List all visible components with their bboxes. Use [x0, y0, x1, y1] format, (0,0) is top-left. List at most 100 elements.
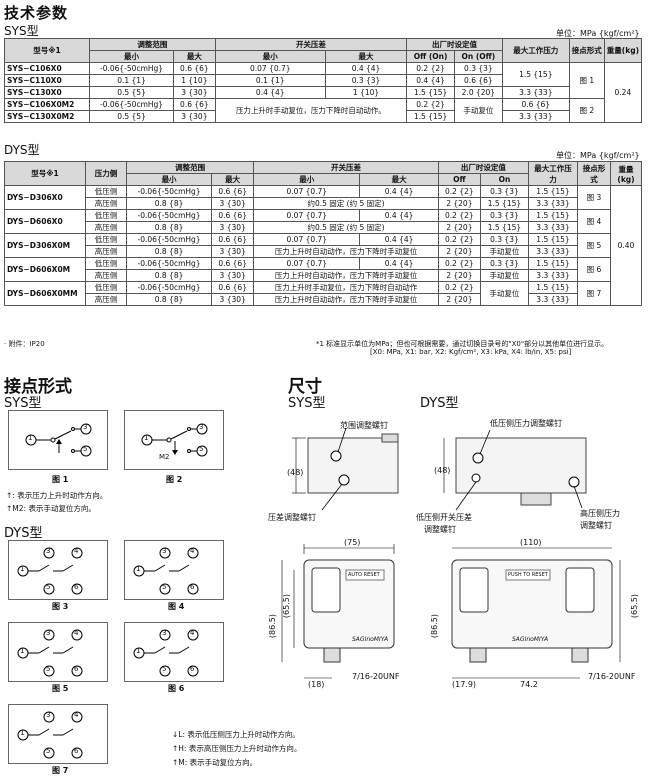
table-cell: 图 3: [577, 185, 611, 210]
table-cell: 3.3 {33}: [528, 293, 578, 306]
table-cell: 高压侧: [85, 221, 127, 234]
table-cell: 高压侧: [85, 293, 127, 306]
sys-note: ↑: 表示压力上升时动作方向。: [6, 491, 108, 500]
table-cell: 2 {20}: [437, 293, 481, 306]
table-cell: 0.2 {2}: [437, 209, 481, 222]
col-max: 最大: [324, 50, 408, 63]
callout-diff-screw: 压差调整螺钉: [268, 513, 316, 522]
sys-brand-logo: SAGInoMIYA: [352, 636, 389, 643]
col-adjust: 调整范围: [125, 161, 255, 174]
terminal-label: 3: [46, 711, 51, 719]
table-cell: 低压侧: [85, 185, 127, 198]
dim-label: (86.5): [268, 614, 277, 639]
terminal-label: 3: [162, 547, 167, 555]
dys-note: ↑H: 表示高压侧压力上升时动作方向。: [172, 744, 302, 753]
dim-label: (17.9): [452, 680, 477, 689]
col-maxp: 最大工作压力: [528, 161, 578, 186]
table-cell: 3 {30}: [211, 245, 255, 258]
callout-high-screw-2: 调整螺钉: [580, 521, 612, 530]
table-cell: 手动复位: [479, 281, 530, 306]
table-cell: 2 {20}: [437, 269, 481, 282]
table-cell: 手动复位: [479, 245, 530, 258]
terminal-label: 5: [162, 583, 167, 591]
table-cell: 3 {30}: [211, 293, 255, 306]
table-cell: 0.4 {4}: [359, 233, 439, 246]
table-cell: 手动复位: [479, 269, 530, 282]
fig-caption: 图 4: [168, 602, 185, 611]
table-cell: 高压侧: [85, 245, 127, 258]
table-cell: 压力上升时自动动作，压力下降时手动复位: [253, 269, 439, 282]
table-cell: SYS−C130X0: [4, 86, 90, 99]
dim-label: 7/16-20UNF: [588, 672, 636, 681]
contact-fig2: 1 3 5 M2: [124, 410, 224, 470]
table-cell: SYS−C106X0M2: [4, 98, 90, 111]
table-cell: 0.8 {8}: [125, 221, 213, 234]
col-max: 最大: [173, 50, 216, 63]
table-cell: 0.6 {6}: [211, 209, 255, 222]
fig-caption: 图 1: [52, 475, 69, 484]
fig-caption: 图 2: [166, 475, 183, 484]
dys-unit: 单位：MPa {kgf/cm²}: [556, 151, 640, 160]
table-cell: 图 6: [577, 257, 611, 282]
table-cell: 0.3 {3}: [479, 185, 530, 198]
col-model: 型号※1: [4, 161, 86, 186]
table-cell: 0.6 {6}: [173, 98, 216, 111]
table-cell: 1.5 {15}: [406, 110, 455, 123]
dys-note: ↑M: 表示手动复位方向。: [172, 758, 258, 767]
contact-diagram: [133, 547, 199, 595]
table-cell: 3 {30}: [173, 110, 216, 123]
terminal-label: 1: [28, 434, 33, 442]
table-cell: 0.6 {6}: [211, 233, 255, 246]
terminal-label: 3: [83, 423, 88, 431]
dim-label: (75): [344, 538, 361, 547]
table-cell: 3 {30}: [211, 221, 255, 234]
dim-dys-heading: DYS型: [420, 396, 459, 411]
dim-sys-heading: SYS型: [288, 396, 326, 411]
footnote-ip: · 附件：IP20: [4, 340, 45, 348]
dim-label: (65.5): [630, 594, 639, 619]
table-cell: 0.6 {6}: [211, 257, 255, 270]
terminal-label: 3: [199, 423, 204, 431]
col-contact: 接点形式: [568, 38, 605, 63]
table-cell: 0.07 {0.7}: [253, 257, 361, 270]
terminal-label: 4: [74, 711, 79, 719]
terminal-label: 4: [74, 629, 79, 637]
fig-caption: 图 7: [52, 766, 69, 775]
col-on: On: [479, 173, 530, 186]
table-cell: 0.40: [610, 185, 642, 306]
table-cell: 0.3 {3}: [453, 62, 503, 75]
table-cell: 0.3 {3}: [479, 209, 530, 222]
table-cell: 3 {30}: [173, 86, 216, 99]
col-model: 型号※1: [4, 38, 90, 63]
terminal-label: 6: [74, 747, 79, 755]
table-cell: 3.3 {33}: [501, 110, 570, 123]
table-cell: 图 4: [577, 209, 611, 234]
table-cell: 3.3 {33}: [528, 269, 578, 282]
table-cell: -0.06{-50cmHg}: [125, 185, 213, 198]
page-title: 技术参数: [4, 4, 69, 22]
contact-diagram: [141, 423, 208, 457]
table-cell: 1.5 {15}: [528, 257, 578, 270]
table-cell: 约0.5 固定 (约 5 固定): [253, 221, 439, 234]
table-cell: 约0.5 固定 (约 5 固定): [253, 197, 439, 210]
table-cell: 压力上升时自动动作，压力下降时手动复位: [253, 245, 439, 258]
table-cell: 0.24: [603, 62, 643, 123]
table-cell: 手动复位: [453, 98, 503, 123]
table-cell: 1.5 {15}: [479, 221, 530, 234]
terminal-label: 5: [199, 445, 204, 453]
col-off: Off (On): [406, 50, 455, 63]
table-cell: DYS−D306X0M: [4, 233, 86, 258]
table-cell: 0.6 {6}: [453, 74, 503, 87]
table-cell: 2 {20}: [437, 197, 481, 210]
dimensions-title: 尺寸: [288, 377, 322, 397]
table-cell: -0.06{-50cmHg}: [125, 281, 213, 294]
dys-heading: DYS型: [4, 143, 40, 157]
dim-label: (48): [287, 468, 304, 477]
col-diff: 开关压差: [253, 161, 439, 174]
table-cell: 0.6 {6}: [173, 62, 216, 75]
table-cell: 0.3 {3}: [324, 74, 408, 87]
contact-diagram: [17, 547, 83, 595]
callout-low-diff-screw: 低压侧开关压差: [416, 513, 472, 522]
table-cell: -0.06{-50cmHg}: [88, 62, 175, 75]
footnote-unit-list: [X0: MPa, X1: bar, X2: Kgf/cm², X3: kPa,…: [370, 348, 572, 356]
